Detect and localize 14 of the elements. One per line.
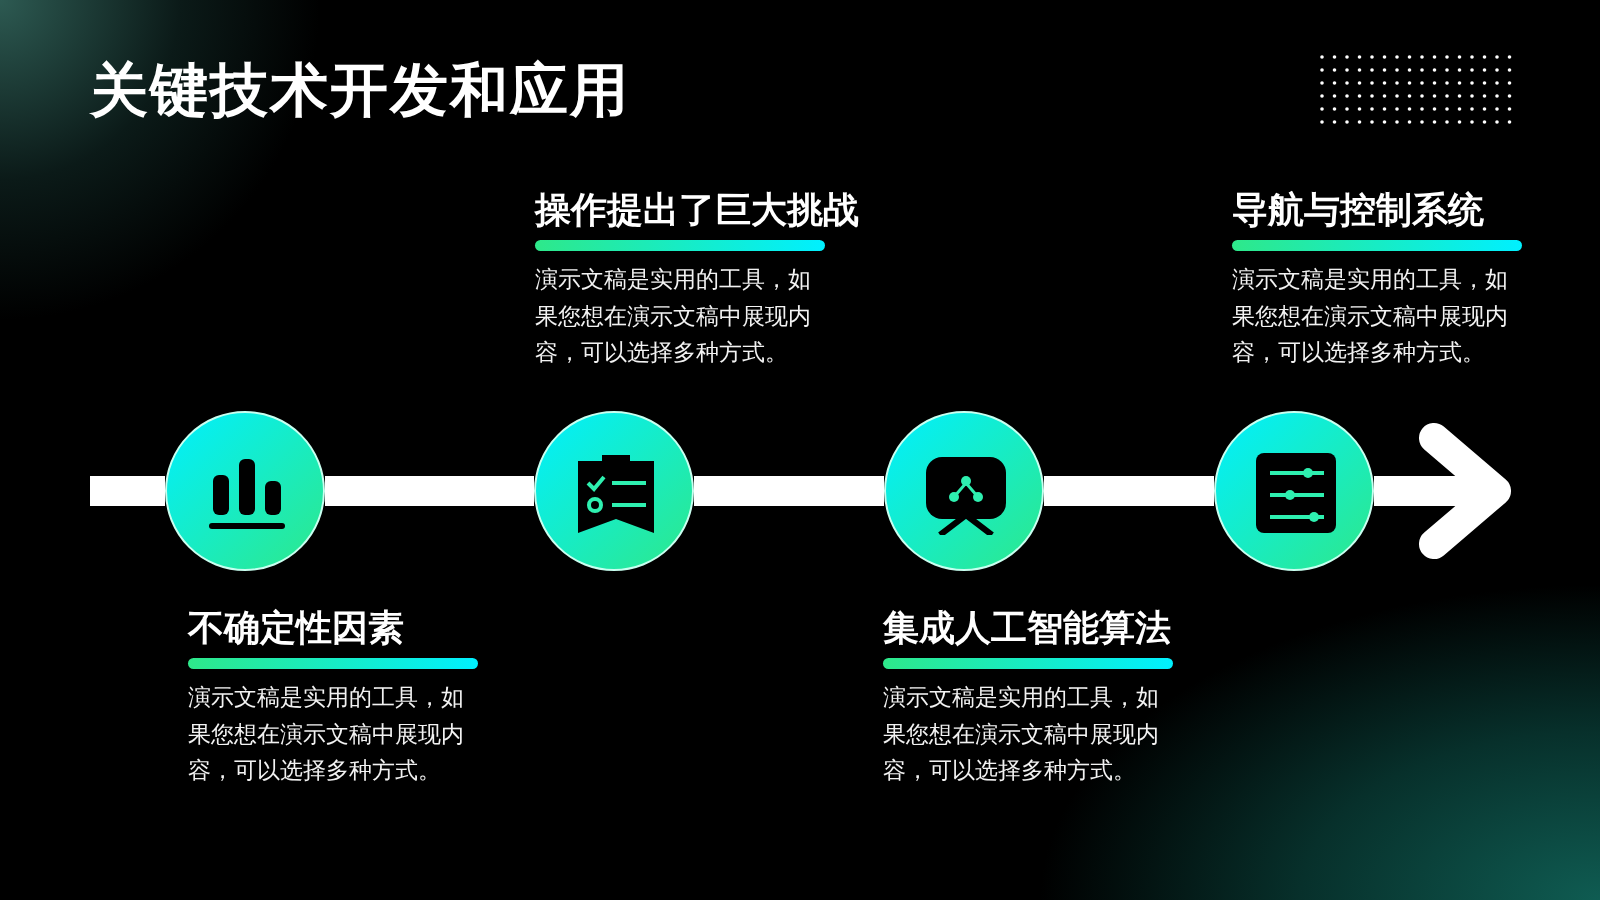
timeline-line (90, 476, 165, 506)
timeline-line (325, 476, 534, 506)
heading: 不确定性因素 (188, 606, 404, 650)
description: 演示文稿是实用的工具，如果您想在演示文稿中展现内容，可以选择多种方式。 (1232, 265, 1509, 367)
heading: 操作提出了巨大挑战 (535, 188, 859, 232)
description: 演示文稿是实用的工具，如果您想在演示文稿中展现内容，可以选择多种方式。 (188, 683, 465, 785)
description: 演示文稿是实用的工具，如果您想在演示文稿中展现内容，可以选择多种方式。 (535, 265, 812, 367)
timeline-arrow (1374, 423, 1511, 559)
timeline-line (1044, 476, 1214, 506)
timeline-line (694, 476, 884, 506)
description: 演示文稿是实用的工具，如果您想在演示文稿中展现内容，可以选择多种方式。 (883, 683, 1160, 785)
title: 关键技术开发和应用 (90, 55, 630, 126)
heading: 导航与控制系统 (1232, 188, 1484, 232)
heading: 集成人工智能算法 (883, 606, 1171, 650)
